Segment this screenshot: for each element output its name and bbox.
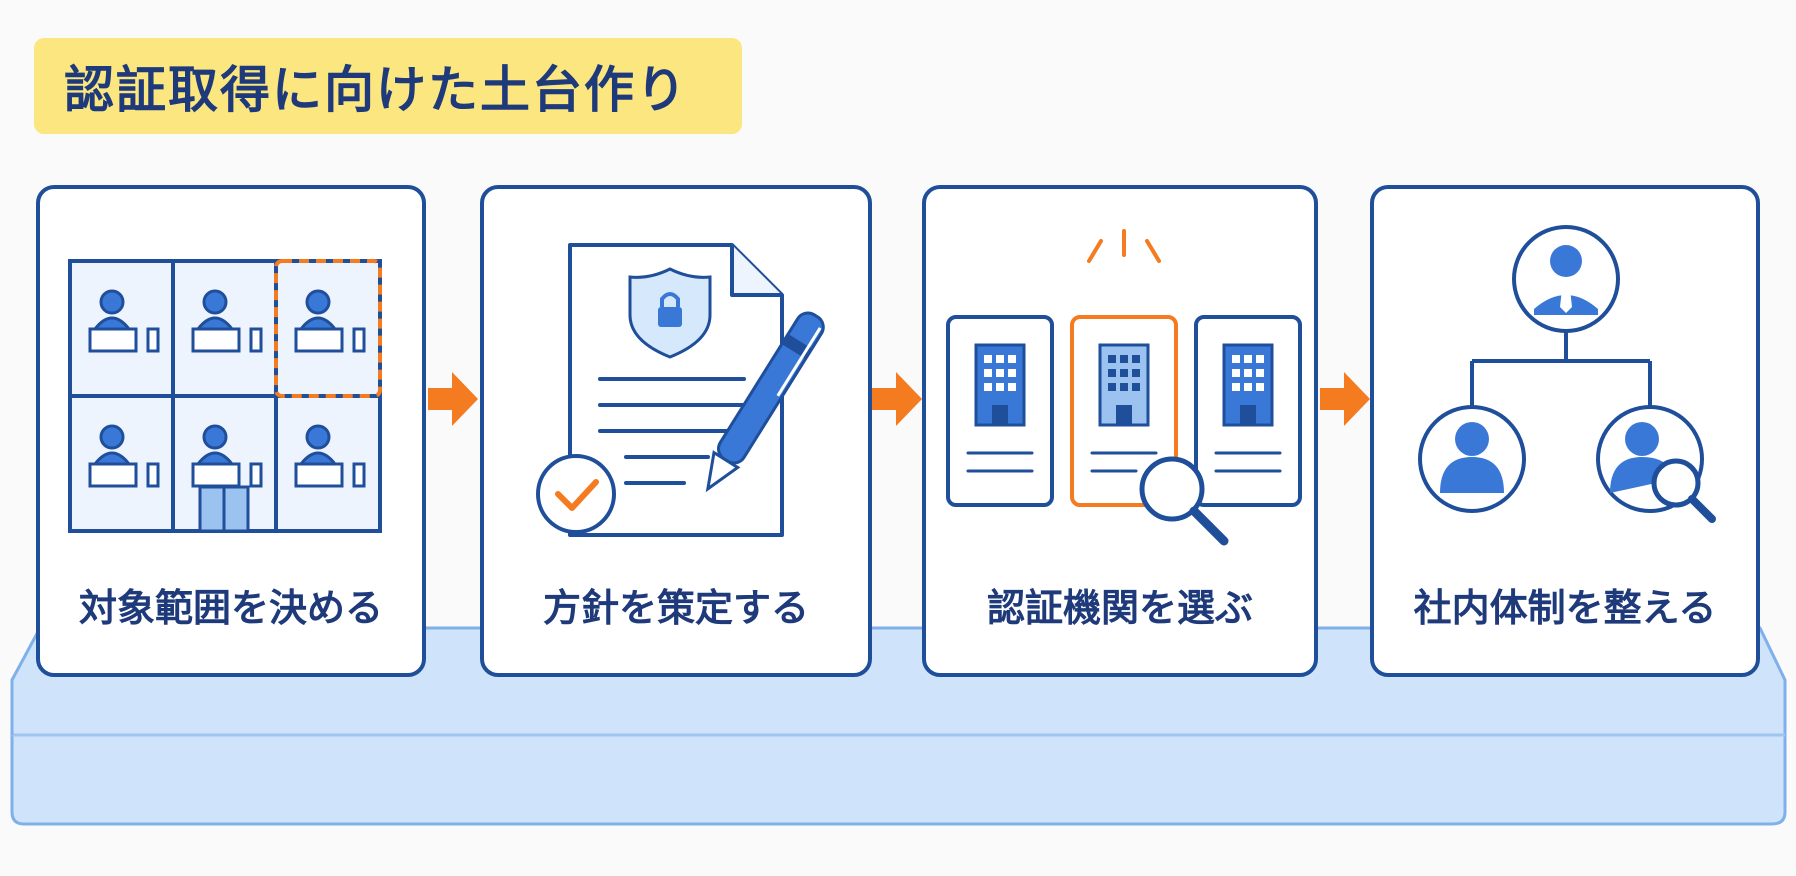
step-card-scope: 対象範囲を決める: [36, 185, 426, 677]
page-title: 認証取得に向けた土台作り: [64, 61, 688, 119]
step-card-organization: 社内体制を整える: [1370, 185, 1760, 677]
step-label-organization: 社内体制を整える: [1413, 586, 1717, 630]
arrow-right-icon: [1320, 372, 1370, 426]
office-floor-scope-icon: [68, 259, 382, 533]
arrow-right-icon: [872, 372, 922, 426]
step-label-scope: 対象範囲を決める: [78, 586, 383, 630]
step-card-policy: 方針を策定する: [480, 185, 872, 677]
policy-document-pen-icon: [536, 243, 825, 537]
step-label-certification-body: 認証機関を選ぶ: [986, 586, 1253, 630]
certification-body-select-icon: [946, 229, 1302, 546]
org-structure-icon: [1418, 225, 1716, 523]
step-label-policy: 方針を策定する: [542, 586, 809, 630]
title-banner: 認証取得に向けた土台作り: [34, 38, 742, 134]
step-card-certification-body: 認証機関を選ぶ: [922, 185, 1318, 677]
arrow-right-icon: [428, 372, 478, 426]
